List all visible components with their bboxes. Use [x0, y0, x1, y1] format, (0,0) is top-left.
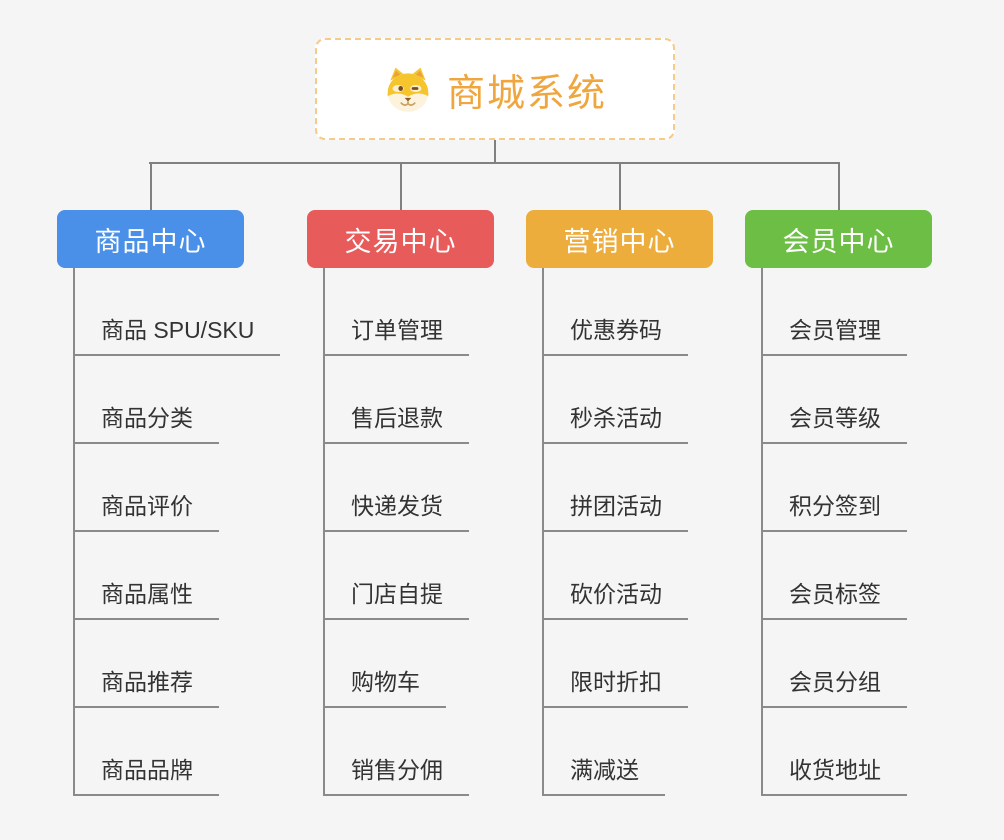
connector-branch-drop — [838, 162, 840, 210]
subtopic-label: 优惠券码 — [542, 311, 688, 356]
subtopic[interactable]: 限时折扣 — [542, 620, 713, 708]
subtopic[interactable]: 满减送 — [542, 708, 713, 796]
branch-topic-label: 营销中心 — [563, 226, 676, 257]
branch-topic-2[interactable]: 交易中心 — [307, 210, 494, 268]
subtopic[interactable]: 快递发货 — [323, 444, 494, 532]
branch-3: 营销中心 优惠券码 秒杀活动 拼团活动 砍价活动 限时折扣 满减送 — [526, 210, 713, 796]
subtopic-label: 秒杀活动 — [542, 399, 688, 444]
subtopic-label: 会员管理 — [761, 311, 907, 356]
branch-topic-4[interactable]: 会员中心 — [745, 210, 932, 268]
subtopic-label: 商品推荐 — [73, 663, 219, 708]
branch-topic-1[interactable]: 商品中心 — [57, 210, 244, 268]
subtopic[interactable]: 会员标签 — [761, 532, 932, 620]
branch-children: 会员管理 会员等级 积分签到 会员标签 会员分组 收货地址 — [761, 268, 932, 796]
subtopic-label: 销售分佣 — [323, 751, 469, 796]
subtopic[interactable]: 优惠券码 — [542, 268, 713, 356]
connector-branch-drop — [150, 162, 152, 210]
subtopic[interactable]: 商品品牌 — [73, 708, 280, 796]
connector-branch-drop — [619, 162, 621, 210]
subtopic[interactable]: 收货地址 — [761, 708, 932, 796]
subtopic[interactable]: 商品属性 — [73, 532, 280, 620]
subtopic-label: 商品属性 — [73, 575, 219, 620]
subtopic[interactable]: 秒杀活动 — [542, 356, 713, 444]
subtopic[interactable]: 售后退款 — [323, 356, 494, 444]
subtopic-label: 会员标签 — [761, 575, 907, 620]
subtopic-label: 商品 SPU/SKU — [73, 311, 281, 356]
subtopic-label: 满减送 — [542, 751, 665, 796]
subtopic-label: 拼团活动 — [542, 487, 688, 532]
subtopic[interactable]: 门店自提 — [323, 532, 494, 620]
branch-topic-label: 会员中心 — [782, 226, 895, 257]
subtopic-label: 积分签到 — [761, 487, 907, 532]
branch-children: 优惠券码 秒杀活动 拼团活动 砍价活动 限时折扣 满减送 — [542, 268, 713, 796]
subtopic[interactable]: 拼团活动 — [542, 444, 713, 532]
branch-2: 交易中心 订单管理 售后退款 快递发货 门店自提 购物车 销售分佣 — [307, 210, 494, 796]
root-topic[interactable]: 商城系统 — [315, 38, 675, 140]
subtopic-label: 商品分类 — [73, 399, 219, 444]
subtopic-label: 限时折扣 — [542, 663, 688, 708]
subtopic[interactable]: 商品评价 — [73, 444, 280, 532]
subtopic[interactable]: 销售分佣 — [323, 708, 494, 796]
branch-4: 会员中心 会员管理 会员等级 积分签到 会员标签 会员分组 收货地址 — [745, 210, 932, 796]
subtopic[interactable]: 会员等级 — [761, 356, 932, 444]
subtopic[interactable]: 订单管理 — [323, 268, 494, 356]
subtopic-label: 会员分组 — [761, 663, 907, 708]
subtopic-label: 订单管理 — [323, 311, 469, 356]
branch-topic-label: 交易中心 — [344, 226, 457, 257]
subtopic-label: 购物车 — [323, 663, 446, 708]
subtopic[interactable]: 商品推荐 — [73, 620, 280, 708]
branch-1: 商品中心 商品 SPU/SKU 商品分类 商品评价 商品属性 商品推荐 商品品牌 — [57, 210, 281, 796]
subtopic-label: 砍价活动 — [542, 575, 688, 620]
branch-children: 订单管理 售后退款 快递发货 门店自提 购物车 销售分佣 — [323, 268, 494, 796]
subtopic-label: 售后退款 — [323, 399, 469, 444]
subtopic[interactable]: 会员管理 — [761, 268, 932, 356]
connector-horizontal-rail — [149, 162, 840, 164]
shiba-dog-icon — [383, 66, 433, 112]
subtopic[interactable]: 购物车 — [323, 620, 494, 708]
subtopic-label: 商品评价 — [73, 487, 219, 532]
subtopic-label: 快递发货 — [323, 487, 469, 532]
subtopic-label: 门店自提 — [323, 575, 469, 620]
branch-topic-label: 商品中心 — [94, 226, 207, 257]
connector-root-stub — [494, 140, 496, 163]
branch-topic-3[interactable]: 营销中心 — [526, 210, 713, 268]
subtopic-label: 会员等级 — [761, 399, 907, 444]
subtopic-label: 收货地址 — [761, 751, 907, 796]
subtopic[interactable]: 商品 SPU/SKU — [73, 268, 281, 356]
subtopic[interactable]: 会员分组 — [761, 620, 932, 708]
subtopic[interactable]: 积分签到 — [761, 444, 932, 532]
subtopic-label: 商品品牌 — [73, 751, 219, 796]
connector-branch-drop — [400, 162, 402, 210]
subtopic[interactable]: 商品分类 — [73, 356, 280, 444]
branch-children: 商品 SPU/SKU 商品分类 商品评价 商品属性 商品推荐 商品品牌 — [73, 268, 281, 796]
root-topic-label: 商城系统 — [446, 72, 607, 115]
subtopic[interactable]: 砍价活动 — [542, 532, 713, 620]
